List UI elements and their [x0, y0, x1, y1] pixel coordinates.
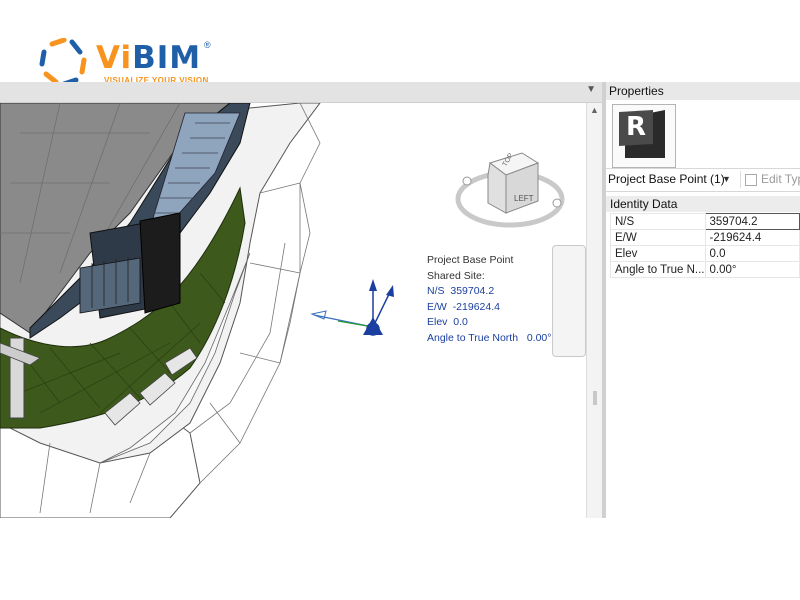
angle-readout: Angle to True North 0.00°	[427, 331, 552, 344]
base-point-title: Project Base Point	[427, 254, 514, 266]
revit-window: ▼	[0, 82, 800, 518]
properties-table: N/S 359704.2 E/W -219624.4 Elev 0.0 Angl…	[610, 213, 800, 278]
elev-readout: Elev 0.0	[427, 316, 468, 328]
logo-registered-mark: ®	[204, 40, 211, 50]
vibim-logo: ViBIM ® VISUALIZE YOUR VISION	[38, 38, 218, 88]
table-row: E/W -219624.4	[610, 229, 800, 246]
prop-value[interactable]: -219624.4	[704, 229, 800, 246]
ew-readout: E/W -219624.4	[427, 300, 500, 313]
table-row: Angle to True N... 0.00°	[610, 261, 800, 278]
type-selector-row: Project Base Point (1) ▼ Edit Type	[606, 168, 800, 192]
prop-name: N/S	[610, 213, 706, 230]
scrollbar-thumb[interactable]	[593, 391, 597, 405]
navigation-bar[interactable]	[552, 245, 586, 357]
chevron-up-icon[interactable]: ▲	[590, 105, 599, 115]
identity-data-group[interactable]: Identity Data	[606, 196, 800, 212]
compass-marker-icon[interactable]	[462, 176, 472, 186]
table-row: Elev 0.0	[610, 245, 800, 262]
edit-type-icon	[745, 173, 757, 186]
project-base-point-marker[interactable]	[310, 279, 394, 336]
prop-value[interactable]: 0.0	[704, 245, 800, 262]
viewcube[interactable]: LEFT TOP	[455, 152, 565, 228]
logo-hexagon-icon	[39, 38, 87, 87]
ns-readout: N/S 359704.2	[427, 285, 495, 297]
edit-type-button[interactable]: Edit Type	[740, 171, 800, 188]
type-selector-dropdown[interactable]: Project Base Point (1)	[608, 172, 725, 186]
prop-value[interactable]: 0.00°	[704, 261, 800, 278]
vertical-scrollbar[interactable]: ▲	[586, 103, 603, 518]
logo-wordmark: ViBIM	[96, 40, 202, 76]
3d-view-canvas[interactable]: LEFT TOP ▾ ▾	[0, 103, 586, 518]
logo-tagline: VISUALIZE YOUR VISION	[104, 76, 209, 85]
prop-name: Elev	[610, 245, 706, 262]
properties-title: Properties	[606, 82, 800, 100]
type-preview: R	[612, 104, 676, 168]
table-row: N/S 359704.2	[610, 213, 800, 230]
prop-value-input[interactable]: 359704.2	[704, 213, 800, 230]
dropdown-arrow-icon[interactable]: ▼	[586, 84, 596, 95]
properties-palette: Properties R Project Base Point (1) ▼ Ed…	[606, 82, 800, 518]
revit-logo-icon: R	[619, 110, 667, 158]
shared-site-label: Shared Site:	[427, 269, 485, 282]
building-model[interactable]: LEFT TOP ▾ ▾	[0, 103, 586, 518]
base-point-tooltip: Project Base Point Shared Site: N/S 3597…	[427, 253, 551, 346]
viewcube-left-label: LEFT	[514, 194, 534, 203]
prop-name: Angle to True N...	[610, 261, 706, 278]
compass-marker-icon[interactable]	[552, 198, 562, 208]
panel-splitter[interactable]	[602, 82, 606, 518]
chevron-down-icon[interactable]: ▼	[722, 174, 731, 184]
view-header-bar: ▼	[0, 82, 604, 103]
prop-name: E/W	[610, 229, 706, 246]
